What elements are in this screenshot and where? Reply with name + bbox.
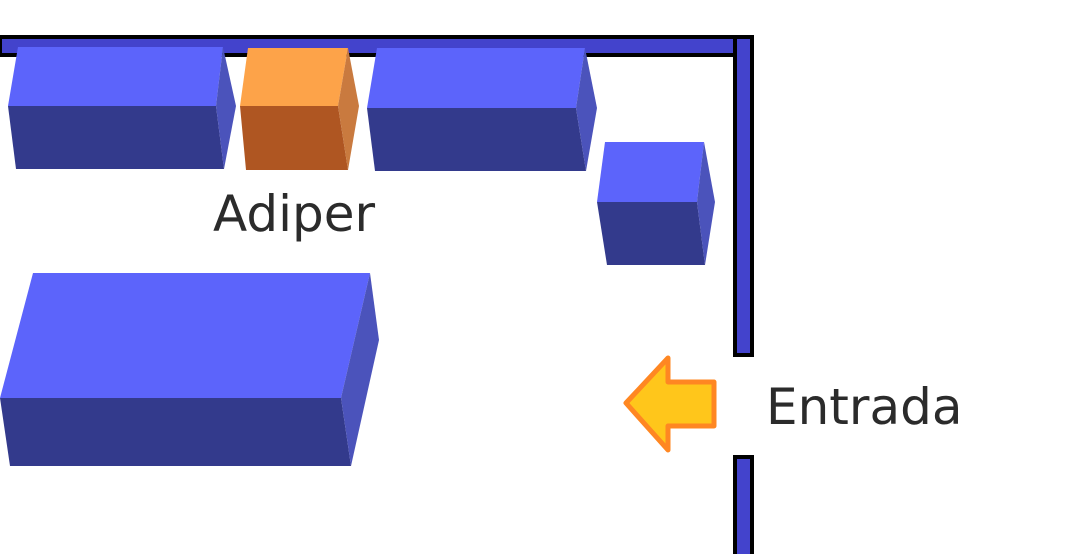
- stand-top-face: [597, 142, 704, 202]
- right-wall-upper: [733, 35, 754, 357]
- entrance-label: Entrada: [766, 378, 962, 436]
- stand-side-face: [576, 48, 597, 171]
- stand-top-face: [367, 48, 585, 108]
- stand-top-left[interactable]: [8, 47, 236, 169]
- arrow-left-icon: [623, 355, 717, 453]
- stand-label-adiper: Adiper: [213, 185, 375, 243]
- stand-front-face: [367, 108, 586, 171]
- right-wall-lower: [733, 455, 754, 554]
- stand-front-face: [240, 106, 348, 170]
- stand-front-face: [597, 202, 705, 265]
- stand-top-face: [8, 47, 223, 106]
- stand-side-face: [338, 48, 359, 170]
- stand-front-face: [0, 398, 351, 466]
- stand-top-face: [0, 273, 370, 398]
- stand-side-face: [697, 142, 715, 265]
- stand-side-face: [341, 273, 379, 466]
- stand-top-face: [240, 48, 348, 106]
- stand-small-right[interactable]: [597, 142, 715, 265]
- stand-top-middle[interactable]: [367, 48, 597, 171]
- stand-side-face: [216, 47, 236, 169]
- stand-large-bottom-left[interactable]: [0, 273, 379, 466]
- stand-adiper[interactable]: [240, 48, 359, 170]
- stand-front-face: [8, 106, 224, 169]
